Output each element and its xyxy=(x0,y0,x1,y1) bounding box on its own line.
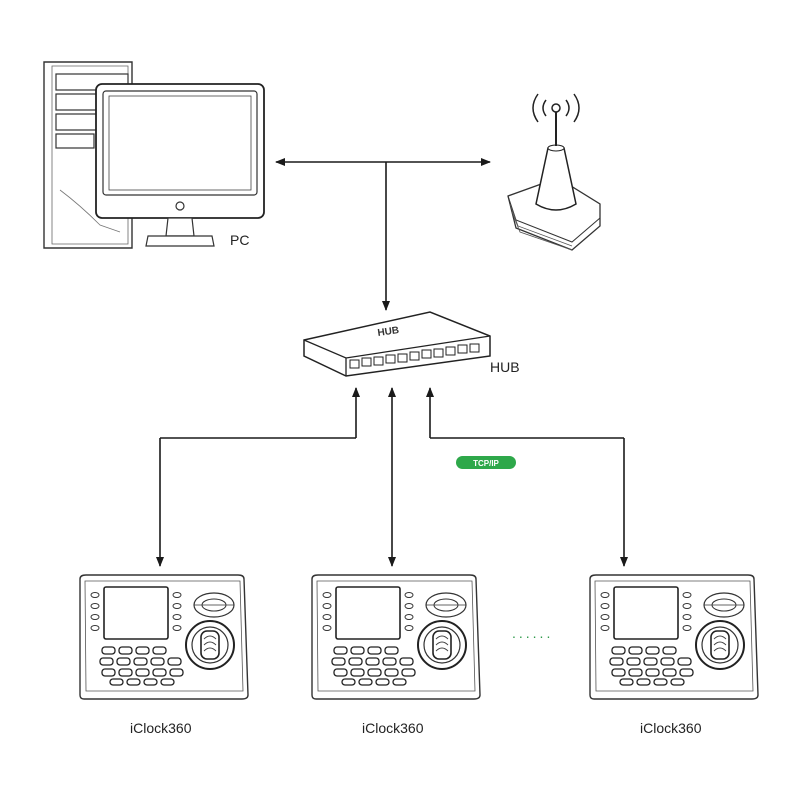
device-link-left xyxy=(156,387,360,567)
protocol-label: TCP/IP xyxy=(473,459,499,468)
fingerprint-terminal-icon xyxy=(589,574,759,700)
fingerprint-terminal-icon xyxy=(311,574,481,700)
wireless-antenna-icon xyxy=(507,93,601,251)
hub-label: HUB xyxy=(490,359,520,375)
pc-label: PC xyxy=(230,232,249,248)
pc-antenna-link xyxy=(275,158,491,311)
desktop-computer-icon xyxy=(43,61,265,249)
fingerprint-terminal-icon xyxy=(79,574,249,700)
protocol-badge: TCP/IP xyxy=(456,456,516,469)
device-label-2: iClock360 xyxy=(362,720,424,736)
device-label-1: iClock360 xyxy=(130,720,192,736)
ellipsis: ...... xyxy=(512,625,553,641)
network-hub-icon: HUB xyxy=(303,311,491,377)
hub-body-label: HUB xyxy=(377,325,400,339)
device-link-right xyxy=(426,387,628,567)
device-label-3: iClock360 xyxy=(640,720,702,736)
